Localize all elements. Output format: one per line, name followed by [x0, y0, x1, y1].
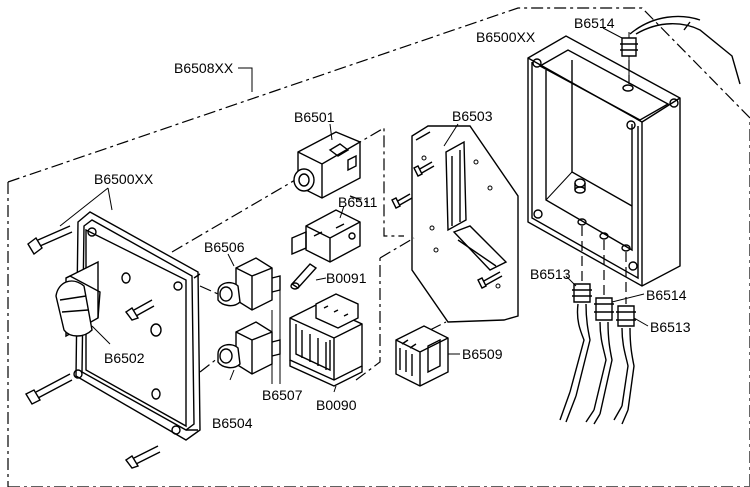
label-b6514-top: B6514: [574, 15, 615, 31]
contact-block: [291, 205, 361, 263]
pushbutton-top: [217, 253, 281, 311]
top-cable-gland: [602, 15, 741, 85]
label-b6504: B6504: [212, 415, 253, 431]
lid-screws: [25, 187, 161, 469]
pin-part: [290, 263, 327, 290]
mounting-plate: [391, 123, 519, 323]
enclosure-box: [527, 35, 681, 287]
label-b6502: B6502: [104, 350, 145, 366]
switch-block: [293, 123, 361, 199]
pushbutton-bottom: [217, 321, 281, 381]
label-b6508xx: B6508XX: [174, 60, 234, 76]
contactor: [395, 325, 460, 387]
label-b0091: B0091: [326, 270, 367, 286]
transformer: [289, 293, 363, 393]
label-b6503: B6503: [452, 108, 493, 124]
label-b6501: B6501: [294, 109, 335, 125]
label-b6509: B6509: [462, 346, 503, 362]
b6508xx-leader: [238, 67, 253, 92]
label-b0090: B0090: [316, 397, 357, 413]
label-b6513-right: B6513: [650, 319, 691, 335]
label-b6507: B6507: [262, 387, 303, 403]
bottom-cable-glands: [559, 226, 649, 425]
label-b6506: B6506: [204, 239, 245, 255]
label-b6500xx-lid: B6500XX: [94, 171, 154, 187]
label-b6513-left: B6513: [530, 266, 571, 282]
connector-lines: [171, 126, 447, 381]
label-b6511: B6511: [338, 194, 378, 210]
part-labels: B6508XX B6500XX B6514 B6503 B6501 B6511 …: [94, 15, 691, 431]
assembly-outline: [7, 7, 750, 487]
pushbutton-connectors: [199, 285, 281, 384]
label-b6500xx-box: B6500XX: [476, 29, 536, 45]
label-b6514-right: B6514: [646, 287, 687, 303]
enclosure-lid: [55, 211, 201, 441]
